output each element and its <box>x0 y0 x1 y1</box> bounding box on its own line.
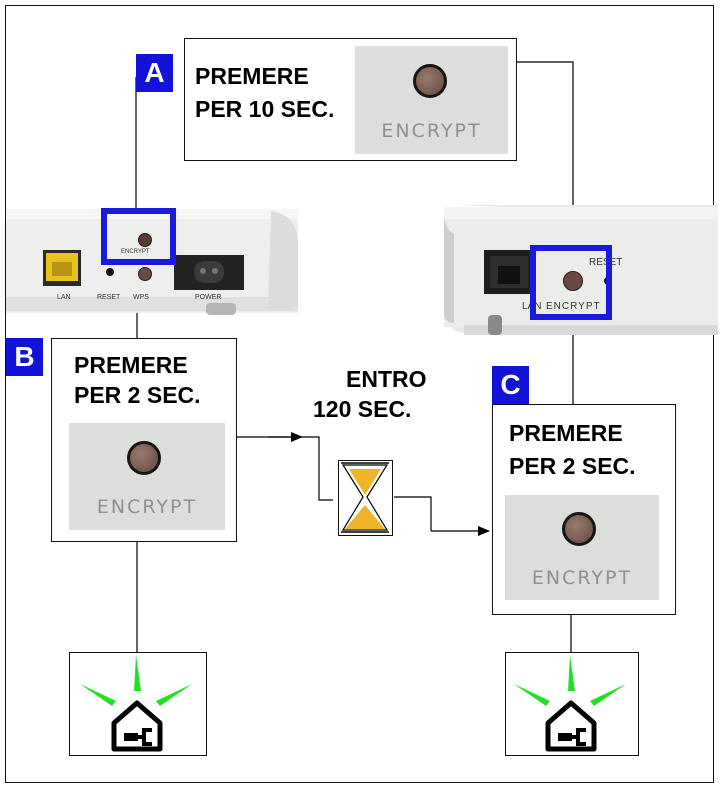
step-c-encrypt-label: ENCRYPT <box>531 567 633 589</box>
result-c-box <box>505 652 639 756</box>
encrypt-button-icon <box>127 441 161 475</box>
wps-button-small <box>138 267 152 281</box>
connector-a-right <box>517 61 574 248</box>
encrypt-button-icon <box>413 64 447 98</box>
home-plug-led-icon <box>514 655 626 752</box>
timer-line2: 120 SEC. <box>313 396 412 422</box>
power-socket <box>174 255 244 290</box>
port-label-wps: WPS <box>133 294 149 301</box>
step-a-line1: PREMERE <box>195 63 309 89</box>
result-b-box <box>69 652 207 756</box>
encrypt-button-icon <box>562 512 596 546</box>
step-b-line1: PREMERE <box>74 352 188 378</box>
port-label-power: POWER <box>195 294 222 301</box>
step-a-encrypt-label: ENCRYPT <box>381 120 482 142</box>
step-c-badge: C <box>492 366 529 404</box>
step-b-encrypt-label: ENCRYPT <box>96 496 198 518</box>
hourglass-shape <box>341 462 389 533</box>
port-label-lan: LAN <box>57 294 71 301</box>
arrow-timer-to-c <box>394 496 432 531</box>
highlight-right-encrypt <box>530 245 612 320</box>
timer-line1: ENTRO <box>346 366 427 392</box>
port-label-reset-right: RESET <box>589 257 623 268</box>
step-c-line2: PER 2 SEC. <box>509 453 636 479</box>
step-a-encrypt-panel: ENCRYPT <box>355 46 508 154</box>
outer-frame <box>5 5 714 783</box>
step-b-line2: PER 2 SEC. <box>74 382 201 408</box>
lan-port-right <box>484 250 534 294</box>
arrow-b-to-timer <box>237 436 333 501</box>
encrypt-button-small <box>138 233 152 247</box>
port-label-reset: RESET <box>97 294 121 301</box>
lan-port <box>43 250 81 286</box>
device-right-encrypt-label: ENCRYPT <box>546 301 601 312</box>
step-c-line1: PREMERE <box>509 420 623 446</box>
encrypt-button-right <box>563 271 583 291</box>
home-plug-led-icon <box>80 655 192 752</box>
device-left-encrypt-label: ENCRYPT <box>121 249 150 255</box>
step-a-line2: PER 10 SEC. <box>195 96 335 122</box>
step-a-badge: A <box>136 54 173 92</box>
hourglass-icon <box>338 460 393 536</box>
step-b-badge: B <box>6 338 43 376</box>
reset-hole <box>106 268 114 276</box>
highlight-left-encrypt <box>101 208 176 265</box>
step-b-encrypt-panel: ENCRYPT <box>69 423 225 530</box>
step-c-encrypt-panel: ENCRYPT <box>505 495 659 600</box>
device-right: LAN RESET ENCRYPT <box>444 205 718 335</box>
